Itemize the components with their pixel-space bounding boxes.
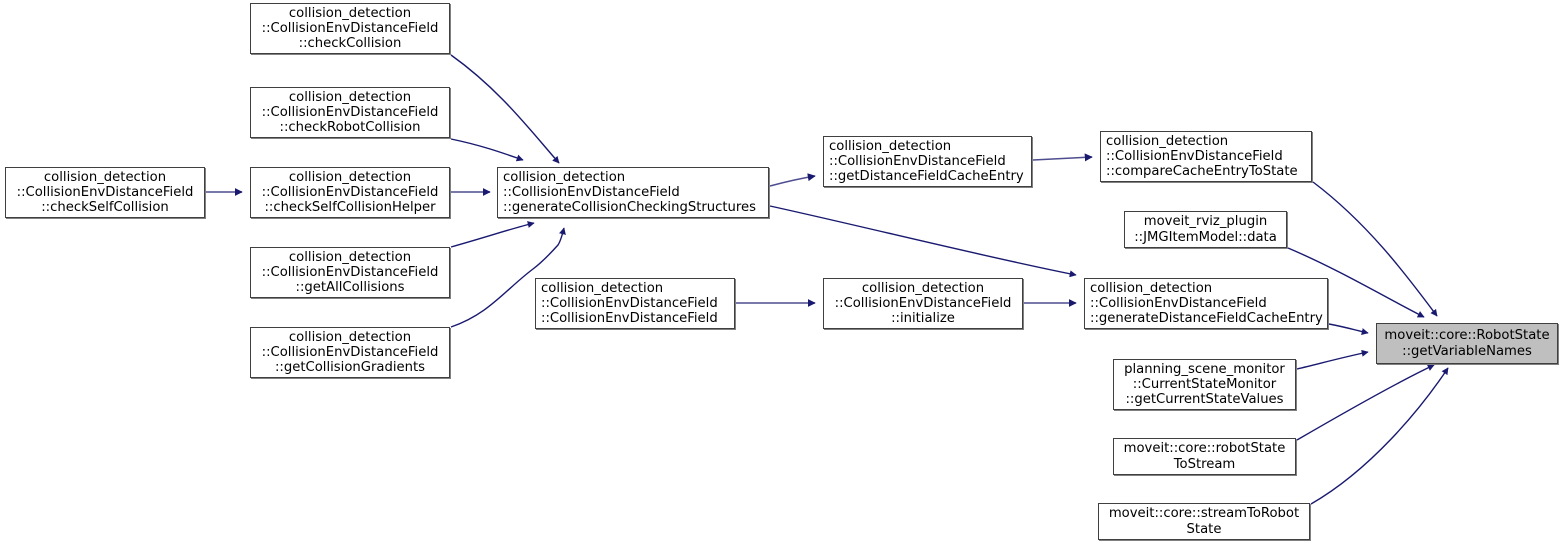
edge-robotStateToStream-to-getVariableNames	[1296, 364, 1435, 441]
graph-node-label-line: ::checkRobotCollision	[279, 120, 421, 136]
graph-node-label-line: ::CollisionEnvDistanceField	[541, 311, 718, 327]
graph-node-checkSelfCollision[interactable]: collision_detection::CollisionEnvDistanc…	[5, 167, 205, 218]
graph-node-label-line: collision_detection	[288, 249, 412, 265]
edge-checkCollision-to-generateCollisionCheckingStructures	[450, 54, 560, 164]
graph-node-label-line: ::generateCollisionCheckingStructures	[503, 200, 757, 216]
graph-node-initialize[interactable]: collision_detection::CollisionEnvDistanc…	[823, 278, 1023, 329]
graph-node-ctor[interactable]: collision_detection::CollisionEnvDistanc…	[535, 278, 735, 329]
graph-node-label-line: ::checkSelfCollisionHelper	[264, 200, 436, 216]
graph-node-label-line: collision_detection	[288, 169, 412, 185]
graph-node-label-line: ::getVariableNames	[1402, 343, 1532, 359]
graph-node-JMGItemModelData[interactable]: moveit_rviz_plugin::JMGItemModel::data	[1124, 211, 1287, 248]
graph-node-label-line: moveit::core::streamToRobot	[1108, 506, 1300, 522]
graph-node-label-line: collision_detection	[541, 280, 664, 296]
graph-node-getCollisionGradients[interactable]: collision_detection::CollisionEnvDistanc…	[250, 327, 450, 378]
graph-node-label-line: ::generateDistanceFieldCacheEntry	[1090, 311, 1323, 327]
graph-node-label-line: ::initialize	[891, 311, 955, 327]
graph-node-label-line: ToStream	[1173, 456, 1236, 472]
graph-node-label-line: ::CollisionEnvDistanceField	[261, 20, 439, 36]
graph-node-label-line: ::CollisionEnvDistanceField	[1106, 148, 1283, 164]
graph-node-label-line: moveit_rviz_plugin	[1143, 214, 1268, 230]
graph-node-getVariableNames[interactable]: moveit::core::RobotState::getVariableNam…	[1376, 323, 1558, 364]
graph-node-label-line: ::CollisionEnvDistanceField	[834, 295, 1012, 311]
graph-node-label-line: ::CurrentStateMonitor	[1132, 376, 1277, 392]
graph-node-getDistanceFieldCacheEntry[interactable]: collision_detection::CollisionEnvDistanc…	[823, 136, 1032, 187]
graph-node-checkSelfCollisionHelper[interactable]: collision_detection::CollisionEnvDistanc…	[250, 167, 450, 218]
edge-getAllCollisions-to-generateCollisionCheckingStructures	[450, 221, 535, 248]
graph-node-label-line: ::getCollisionGradients	[274, 360, 426, 376]
edge-checkRobotCollision-to-generateCollisionCheckingStructures	[450, 138, 524, 162]
graph-node-label-line: ::compareCacheEntryToState	[1106, 164, 1298, 180]
graph-node-label-line: State	[1186, 521, 1222, 537]
graph-node-label-line: collision_detection	[288, 5, 412, 21]
graph-node-label-line: ::CollisionEnvDistanceField	[261, 104, 439, 120]
edge-generateCollisionCheckingStructures-to-generateDistanceFieldCacheEntry	[769, 205, 1077, 278]
graph-node-label-line: ::CollisionEnvDistanceField	[829, 153, 1006, 169]
graph-node-label-line: ::CollisionEnvDistanceField	[261, 264, 439, 280]
graph-node-label-line: collision_detection	[288, 89, 412, 105]
edge-getCurrentStateValues-to-getVariableNames	[1296, 349, 1369, 370]
graph-node-generateDistanceFieldCacheEntry[interactable]: collision_detection::CollisionEnvDistanc…	[1084, 278, 1328, 329]
graph-node-label-line: ::CollisionEnvDistanceField	[503, 184, 680, 200]
graph-node-checkCollision[interactable]: collision_detection::CollisionEnvDistanc…	[250, 3, 450, 54]
graph-node-label-line: collision_detection	[288, 329, 412, 345]
graph-node-label-line: ::CollisionEnvDistanceField	[16, 184, 194, 200]
graph-node-label-line: moveit::core::robotState	[1123, 441, 1286, 457]
graph-node-label-line: collision_detection	[1106, 133, 1229, 149]
graph-node-label-line: collision_detection	[861, 280, 985, 296]
graph-node-generateCollisionCheckingStructures[interactable]: collision_detection::CollisionEnvDistanc…	[497, 167, 769, 218]
graph-node-label-line: ::CollisionEnvDistanceField	[261, 184, 439, 200]
graph-node-label-line: collision_detection	[503, 169, 626, 185]
graph-node-label-line: ::getAllCollisions	[295, 280, 405, 296]
graph-node-label-line: collision_detection	[829, 138, 952, 154]
graph-node-label-line: ::CollisionEnvDistanceField	[541, 295, 718, 311]
graph-node-label-line: ::checkSelfCollision	[41, 200, 169, 216]
graph-node-label-line: ::getCurrentStateValues	[1125, 392, 1284, 408]
edge-streamToRobotState-to-getVariableNames	[1310, 367, 1449, 505]
graph-node-label-line: ::checkCollision	[298, 36, 402, 52]
graph-node-getAllCollisions[interactable]: collision_detection::CollisionEnvDistanc…	[250, 247, 450, 298]
graph-node-label-line: ::JMGItemModel::data	[1134, 229, 1277, 245]
graph-node-compareCacheEntryToState[interactable]: collision_detection::CollisionEnvDistanc…	[1100, 131, 1312, 182]
graph-node-label-line: ::CollisionEnvDistanceField	[1090, 295, 1267, 311]
graph-node-label-line: ::CollisionEnvDistanceField	[261, 344, 439, 360]
graph-node-label-line: collision_detection	[43, 169, 167, 185]
edge-getDistanceFieldCacheEntry-to-compareCacheEntryToState	[1032, 153, 1093, 162]
edge-generateCollisionCheckingStructures-to-getDistanceFieldCacheEntry	[769, 173, 816, 187]
graph-node-label-line: planning_scene_monitor	[1124, 361, 1285, 377]
edge-compareCacheEntryToState-to-getVariableNames	[1312, 181, 1438, 317]
graph-node-getCurrentStateValues[interactable]: planning_scene_monitor::CurrentStateMoni…	[1113, 359, 1296, 410]
graph-node-label-line: moveit::core::RobotState	[1384, 328, 1550, 344]
graph-node-label-line: collision_detection	[1090, 280, 1213, 296]
graph-node-checkRobotCollision[interactable]: collision_detection::CollisionEnvDistanc…	[250, 87, 450, 138]
edge-generateDistanceFieldCacheEntry-to-getVariableNames	[1328, 323, 1369, 335]
graph-node-label-line: ::getDistanceFieldCacheEntry	[829, 169, 1024, 185]
